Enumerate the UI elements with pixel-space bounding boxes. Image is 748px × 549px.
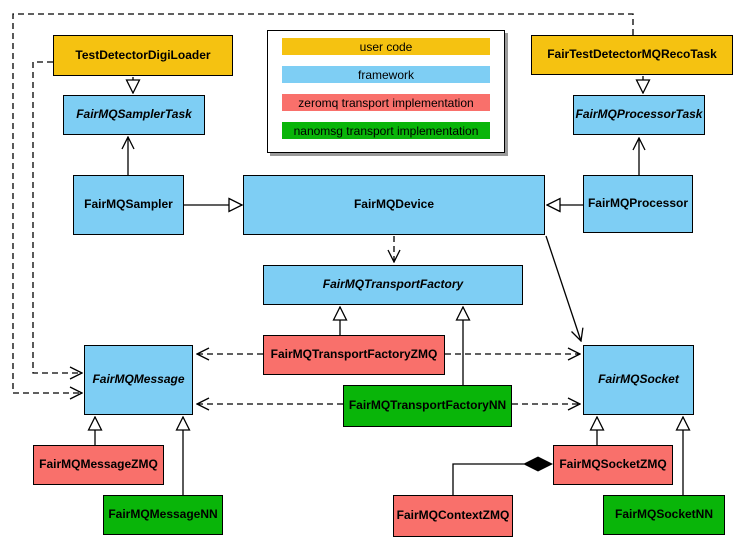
legend-item-nanomsg: nanomsg transport implementation (282, 122, 490, 139)
class-box-fairmqmessagezmq: FairMQMessageZMQ (33, 445, 164, 485)
class-box-fairmqcontextzmq: FairMQContextZMQ (393, 495, 513, 537)
edge-contextzmq-socketzmq (452, 463, 524, 495)
class-box-fairmqprocessor: FairMQProcessor (583, 175, 693, 233)
edge-device-socket (545, 235, 581, 341)
class-box-fairmqsamplertask: FairMQSamplerTask (63, 95, 205, 135)
class-box-testdetectordigiloader: TestDetectorDigiLoader (53, 35, 233, 76)
edge-digiloader-message (32, 61, 82, 373)
class-box-fairmqmessagenn: FairMQMessageNN (103, 495, 223, 535)
composition-diamond-icon (523, 456, 553, 472)
legend-item-framework: framework (282, 66, 490, 83)
class-box-fairtestdetectormqrecotask: FairTestDetectorMQRecoTask (531, 35, 733, 75)
class-box-fairmqdevice: FairMQDevice (243, 175, 545, 235)
class-box-fairmqsocket: FairMQSocket (583, 345, 694, 415)
legend-item-zeromq: zeromq transport implementation (282, 94, 490, 111)
class-box-fairmqtransportfactorynn: FairMQTransportFactoryNN (343, 385, 512, 427)
legend-box: user code framework zeromq transport imp… (267, 30, 505, 153)
class-box-fairmqsocketnn: FairMQSocketNN (603, 495, 725, 535)
class-box-fairmqtransportfactoryzmq: FairMQTransportFactoryZMQ (263, 335, 445, 375)
class-box-fairmqmessage: FairMQMessage (84, 345, 193, 415)
legend-item-user-code: user code (282, 38, 490, 55)
edge-recotask-message (12, 13, 634, 393)
class-box-fairmqsocketzmq: FairMQSocketZMQ (553, 445, 673, 485)
class-box-fairmqsampler: FairMQSampler (73, 175, 184, 235)
class-box-fairmqprocessortask: FairMQProcessorTask (573, 95, 705, 135)
class-box-fairmqtransportfactory: FairMQTransportFactory (263, 265, 523, 305)
